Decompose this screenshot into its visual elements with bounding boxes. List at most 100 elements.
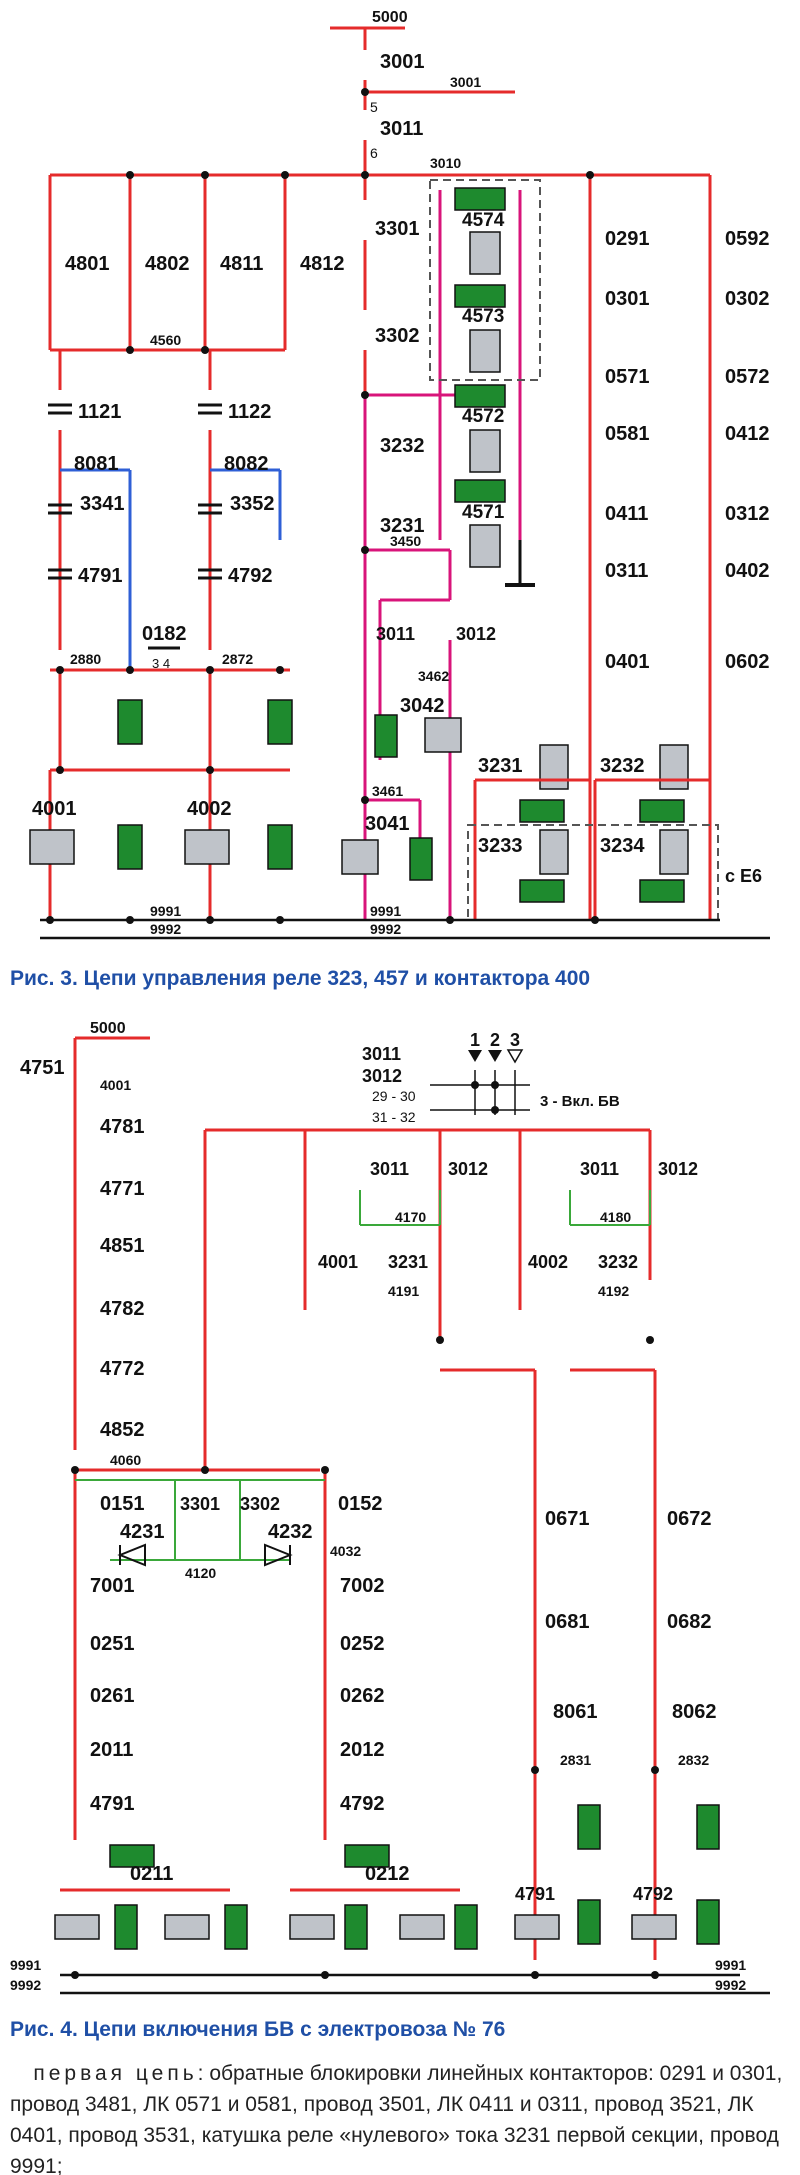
contact-4002-fig4: 4002: [528, 1252, 568, 1272]
item-4852: 4852: [100, 1419, 145, 1441]
contact-3012-fig4: 3012: [448, 1159, 488, 1179]
contact-3231-fig4: 3231: [388, 1252, 428, 1272]
contact-0572: 0572: [725, 366, 770, 388]
pin-6: 6: [370, 145, 378, 161]
contact-3232-center: 3232: [380, 435, 425, 457]
wire-3450: 3450: [390, 533, 421, 549]
paragraph-lead: первая цепь: [33, 2062, 198, 2085]
chain-l-0261: 0261: [90, 1685, 135, 1707]
contact-4791: 4791: [78, 565, 123, 587]
top-wire-5000: 5000: [372, 9, 408, 26]
switch-3302: 3302: [375, 325, 420, 347]
contact-4792: 4792: [228, 565, 273, 587]
bus-9991-a: 9991: [150, 903, 181, 919]
wire-4032: 4032: [330, 1543, 361, 1559]
contact-0412: 0412: [725, 423, 770, 445]
contact-0312: 0312: [725, 503, 770, 525]
contact-0682: 0682: [667, 1611, 712, 1633]
contact-0681: 0681: [545, 1611, 590, 1633]
contact-0211-bottom: 0211: [130, 1863, 173, 1885]
wire-4180: 4180: [600, 1209, 631, 1225]
bus-9992-a: 9992: [150, 921, 181, 937]
contact-0581: 0581: [605, 423, 650, 445]
contact-0152: 0152: [338, 1493, 383, 1515]
contact-8082: 8082: [224, 453, 269, 475]
switch-3012-b: 3012: [456, 624, 496, 644]
wire-3001-label: 3001: [450, 74, 481, 90]
switch-3301-fig4: 3301: [180, 1494, 220, 1514]
relay-4574: 4574: [462, 210, 505, 231]
right-column-1: 0291 0301 0571 0581 0411 0311 0401: [605, 228, 650, 673]
wire-2831: 2831: [560, 1752, 591, 1768]
legend-title-3011: 3011: [362, 1044, 401, 1064]
contact-0671: 0671: [545, 1508, 590, 1530]
pin-5: 5: [370, 99, 378, 115]
contact-3232-fig4: 3232: [598, 1252, 638, 1272]
contact-0301: 0301: [605, 288, 650, 310]
fig4-bus-9991: 9991: [10, 1957, 41, 1973]
fig4-bus-9992: 9992: [10, 1977, 41, 1993]
relay-4571: 4571: [462, 502, 505, 523]
wire-4001-fig4: 4001: [100, 1077, 131, 1093]
switch-4801: 4801: [65, 253, 110, 275]
chain-r-2012: 2012: [340, 1739, 385, 1761]
wire-2832: 2832: [678, 1752, 709, 1768]
wire-4560-label: 4560: [150, 332, 181, 348]
fig4-bus-9992-r: 9992: [715, 1977, 746, 1993]
relay-3234: 3234: [600, 835, 645, 857]
legend-col-2: 2: [490, 1030, 500, 1050]
fig4-top-wire-5000: 5000: [90, 1020, 126, 1037]
figure-3-caption: Рис. 3. Цепи управления реле 323, 457 и …: [10, 967, 591, 990]
contact-0302: 0302: [725, 288, 770, 310]
chain-r-4792: 4792: [340, 1793, 385, 1815]
switch-3011-b: 3011: [376, 624, 415, 644]
bus-9991-b: 9991: [370, 903, 401, 919]
chain-l-0251: 0251: [90, 1633, 135, 1655]
legend-col-3: 3: [510, 1030, 520, 1050]
pins-3-4: 3 4: [152, 656, 170, 671]
wire-3010-label: 3010: [430, 155, 461, 171]
relay-4002: 4002: [187, 798, 232, 820]
diode-4232: 4232: [268, 1521, 313, 1543]
legend-title-3012: 3012: [362, 1066, 402, 1086]
contact-3352: 3352: [230, 493, 275, 515]
contact-0311: 0311: [605, 560, 648, 582]
contact-3231-center: 3231: [380, 515, 425, 537]
chain-r-0252: 0252: [340, 1633, 385, 1655]
wire-4170: 4170: [395, 1209, 426, 1225]
contact-0151: 0151: [100, 1493, 145, 1515]
chain-r-7002: 7002: [340, 1575, 385, 1597]
wire-3462: 3462: [418, 668, 449, 684]
contact-0571: 0571: [605, 366, 650, 388]
contact-1122: 1122: [228, 401, 271, 423]
switch-3301: 3301: [375, 218, 420, 240]
wire-3461: 3461: [372, 783, 403, 799]
contact-8062: 8062: [672, 1701, 717, 1723]
contact-3011-fig4: 3011: [370, 1159, 409, 1179]
relay-3041: 3041: [365, 813, 410, 835]
relay-3232: 3232: [600, 755, 645, 777]
right-column-2: 0592 0302 0572 0412 0312 0402 0602: [725, 228, 770, 673]
contact-8081: 8081: [74, 453, 119, 475]
contact-3012-fig4-b: 3012: [658, 1159, 698, 1179]
switch-4802: 4802: [145, 253, 190, 275]
switch-3302-fig4: 3302: [240, 1494, 280, 1514]
legend-col-1: 1: [470, 1030, 480, 1050]
chain-l-4791: 4791: [90, 1793, 135, 1815]
contact-0592: 0592: [725, 228, 770, 250]
wire-2880: 2880: [70, 651, 101, 667]
contact-3011-fig4-b: 3011: [580, 1159, 619, 1179]
contact-1121: 1121: [78, 401, 121, 423]
relay-4572: 4572: [462, 406, 504, 427]
relay-3233: 3233: [478, 835, 523, 857]
bus-9992-b: 9992: [370, 921, 401, 937]
wire-4120: 4120: [185, 1565, 216, 1581]
relay-3042: 3042: [400, 695, 445, 717]
switch-4751: 4751: [20, 1057, 65, 1079]
relay-4573: 4573: [462, 306, 504, 327]
figure-3-labels: 5000 3001 3001 5 3011 6 3010 4801 4802 4…: [32, 9, 770, 937]
legend-row-29-30: 29 - 30: [372, 1088, 416, 1104]
